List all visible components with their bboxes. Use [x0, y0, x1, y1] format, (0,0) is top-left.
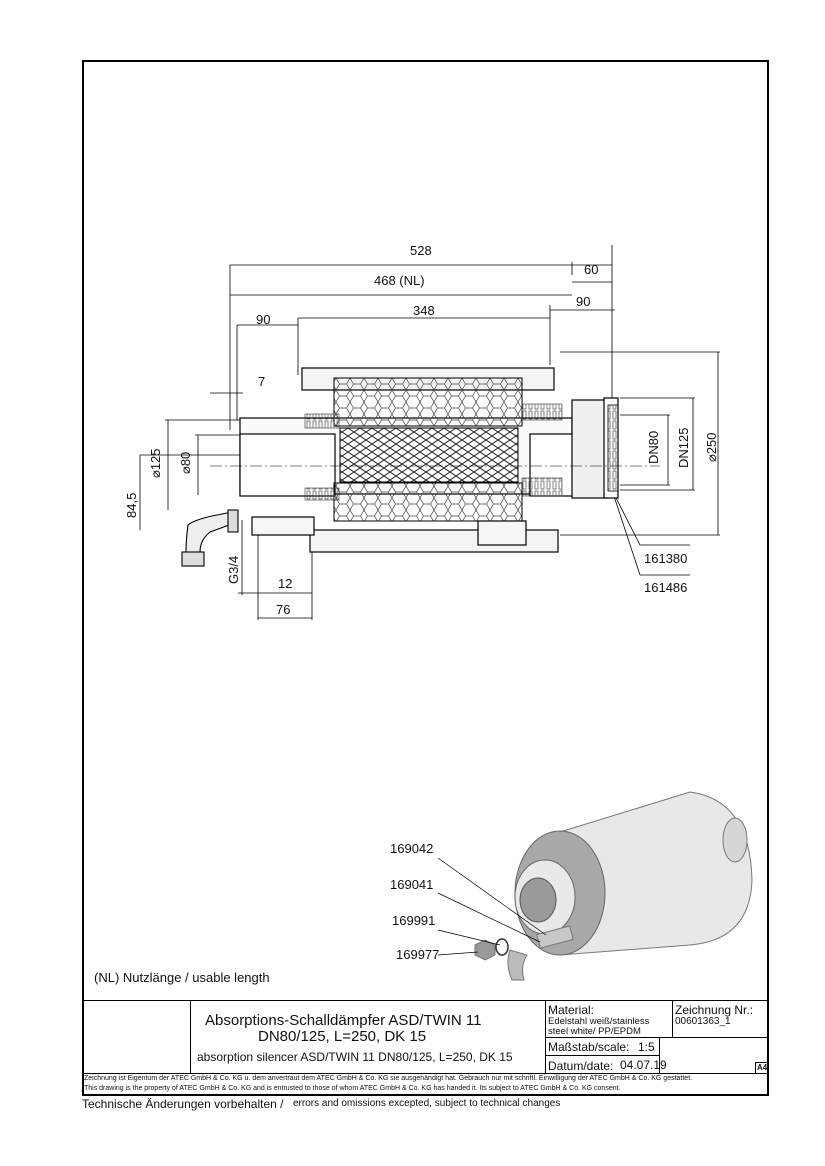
- title-de-line1: Absorptions-Schalldämpfer ASD/TWIN 11: [205, 1012, 482, 1029]
- title-en: absorption silencer ASD/TWIN 11 DN80/125…: [197, 1050, 513, 1064]
- title-block-divider: [545, 1055, 659, 1056]
- copyright-en: This drawing is the property of ATEC Gmb…: [84, 1085, 621, 1092]
- part-ref-169991: 169991: [392, 913, 436, 928]
- dim-dn80: DN80: [646, 430, 661, 464]
- copyright-de: Zeichnung ist Eigentum der ATEC GmbH & C…: [84, 1075, 693, 1082]
- part-ref-169042: 169042: [390, 841, 434, 856]
- dim-84-5: 84,5: [124, 492, 139, 518]
- sheet-size: A4: [757, 1063, 768, 1072]
- dim-dia-80: ⌀80: [178, 451, 193, 474]
- title-block-divider: [672, 1000, 673, 1037]
- material-value-line1: Edelstahl weiß/stainless: [548, 1016, 650, 1027]
- title-block-top-line: [82, 1000, 769, 1001]
- title-de-line2: DN80/125, L=250, DK 15: [258, 1028, 427, 1045]
- dim-60: 60: [584, 262, 599, 277]
- dim-dn125: DN125: [676, 427, 691, 468]
- sheet-size-box-line: [755, 1062, 769, 1063]
- material-value-line2: steel white/ PP/EPDM: [548, 1026, 641, 1037]
- dim-76: 76: [276, 602, 291, 617]
- dim-dia-125: ⌀125: [148, 448, 163, 478]
- part-ref-169977: 169977: [396, 947, 440, 962]
- dim-nominal-length: 468 (NL): [374, 273, 425, 288]
- part-ref-161380: 161380: [644, 551, 688, 566]
- title-block-divider: [659, 1037, 660, 1073]
- title-block-divider: [545, 1000, 546, 1073]
- dim-7: 7: [258, 374, 266, 389]
- sheet-size-box-line: [755, 1062, 756, 1073]
- drawing-frame: [82, 60, 769, 1096]
- title-block-bottom-line: [82, 1073, 769, 1074]
- changes-de: Technische Änderungen vorbehalten /: [82, 1097, 284, 1111]
- title-block-divider: [190, 1000, 191, 1073]
- dim-348: 348: [413, 303, 435, 318]
- dim-12: 12: [278, 576, 293, 591]
- title-block-divider: [545, 1037, 769, 1038]
- drawing-no-label: Zeichnung Nr.:: [675, 1003, 754, 1017]
- part-ref-169041: 169041: [390, 877, 434, 892]
- changes-en: errors and omissions excepted, subject t…: [293, 1098, 561, 1109]
- material-label: Material:: [548, 1003, 595, 1017]
- part-ref-161486: 161486: [644, 580, 688, 595]
- drawing-no-value: 00601363_1: [675, 1016, 731, 1027]
- legend-nl: (NL) Nutzlänge / usable length: [94, 970, 270, 985]
- dim-dia-250: ⌀250: [704, 432, 719, 462]
- dim-thread: G3/4: [226, 555, 241, 584]
- scale-value: 1:5: [638, 1040, 655, 1054]
- dim-right-90: 90: [576, 294, 591, 309]
- dim-overall: 528: [410, 243, 432, 258]
- date-value: 04.07.19: [620, 1058, 667, 1072]
- scale-label: Maßstab/scale:: [548, 1040, 630, 1054]
- date-label: Datum/date:: [548, 1059, 614, 1073]
- dim-left-90: 90: [256, 312, 271, 327]
